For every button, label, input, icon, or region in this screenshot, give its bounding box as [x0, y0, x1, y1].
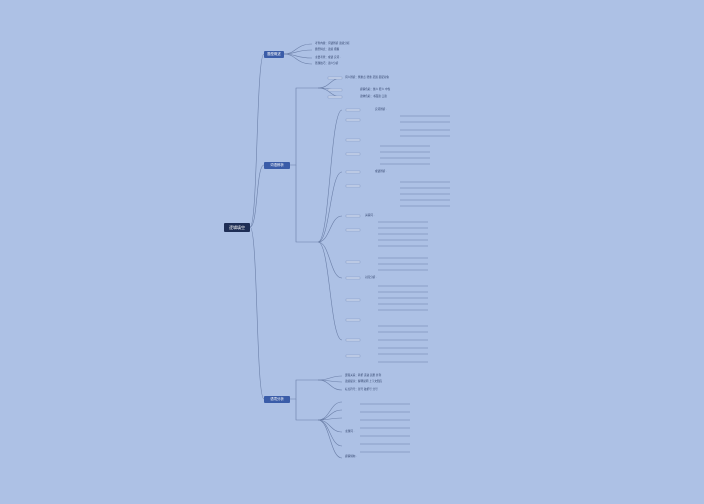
branch-overview[interactable]: 题型概述	[264, 51, 284, 58]
leaf-word-6: 关联词 ·	[365, 214, 375, 217]
sub-node-16[interactable]	[345, 354, 361, 358]
connector-word-b-1	[317, 171, 343, 243]
sub-node-0[interactable]	[327, 76, 343, 80]
sub-node-5[interactable]	[345, 138, 361, 142]
sub-node-1[interactable]	[327, 88, 343, 92]
connector-root-word	[249, 164, 265, 228]
sub-node-15[interactable]	[345, 338, 361, 342]
connector-context-b-4	[317, 419, 343, 447]
leaf-overview-1: 考查内容：词语辨析 语境分析	[315, 42, 350, 45]
sub-node-10[interactable]	[345, 228, 361, 232]
leaf-word-2: 感情色彩：褒义 贬义 中性	[360, 88, 391, 91]
connector-word-b-0	[317, 109, 343, 243]
sub-node-14[interactable]	[345, 318, 361, 322]
connector-word-b-4	[317, 241, 343, 341]
sub-node-12[interactable]	[345, 276, 361, 280]
connector-overview-0	[283, 43, 313, 55]
leaf-context-3: 标点符号：冒号 破折号 分号	[345, 388, 378, 391]
sub-node-3[interactable]	[345, 108, 361, 112]
connector-word-b	[295, 165, 318, 243]
connector-context-a-2	[317, 379, 343, 391]
connector-word-a	[290, 87, 318, 166]
connector-context-a-0	[317, 375, 343, 381]
leaf-word-4: 实词辨析 ·	[375, 108, 388, 111]
connector-context-a	[290, 379, 318, 400]
connector-word-a-0	[317, 77, 343, 89]
connector-root-overview	[249, 53, 265, 228]
leaf-context-5: 感情倾向 ·	[345, 455, 358, 458]
sub-node-4[interactable]	[345, 118, 361, 122]
leaf-word-3: 语体色彩：书面语 口语	[360, 95, 387, 98]
leaf-context-1: 逻辑关系：转折 递进 因果 并列	[345, 374, 382, 377]
sub-node-2[interactable]	[327, 95, 343, 99]
connector-overview-3	[283, 53, 313, 65]
leaf-word-5: 成语辨析 ·	[375, 170, 388, 173]
leaf-context-2: 语境提示：解释说明 上下文照应	[345, 380, 383, 383]
branch-word-analysis[interactable]: 词语辨析	[264, 162, 290, 169]
connector-word-b-3	[317, 241, 343, 279]
connector-context-b-0	[317, 401, 343, 421]
sub-node-8[interactable]	[345, 184, 361, 188]
sub-node-13[interactable]	[345, 298, 361, 302]
connector-root-context	[249, 226, 265, 400]
leaf-word-1: 词义辨析：侧重点 轻重 范围 搭配对象	[345, 76, 389, 79]
sub-node-7[interactable]	[345, 170, 361, 174]
connector-context-b-2	[317, 417, 343, 421]
leaf-context-4: 主题词 ·	[345, 430, 355, 433]
leaf-word-7: 对应分析 ·	[365, 276, 378, 279]
sub-node-11[interactable]	[345, 260, 361, 264]
connector-context-b	[295, 399, 318, 421]
branch-context-analysis[interactable]: 语境分析	[264, 396, 290, 403]
leaf-overview-2: 题型特点：语境 把握	[315, 48, 340, 51]
connector-word-b-2	[317, 215, 343, 243]
leaf-overview-3: 主要考查：成语 实词 ·	[315, 56, 341, 59]
sub-node-6[interactable]	[345, 152, 361, 156]
sub-node-9[interactable]	[345, 214, 361, 218]
connector-context-b-3	[317, 419, 343, 433]
leaf-overview-4: 答题技巧：语义分析	[315, 62, 339, 65]
root-node[interactable]: 逻辑填空	[224, 223, 250, 232]
